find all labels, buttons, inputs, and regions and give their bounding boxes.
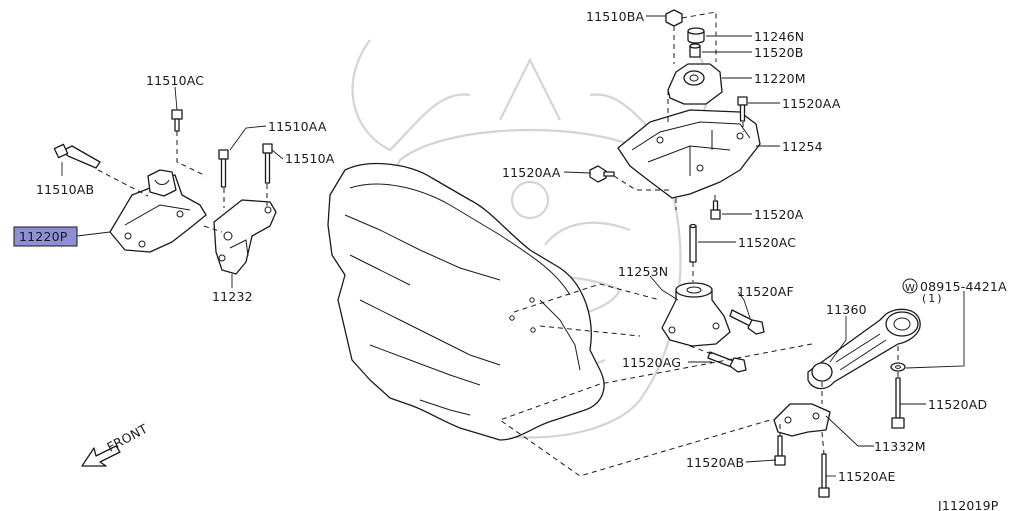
- mount-bracket-11232: [213, 199, 277, 275]
- label-11520ab[interactable]: 11520AB: [686, 455, 744, 470]
- label-11510ab[interactable]: 11510AB: [36, 182, 94, 197]
- label-08915-4421a[interactable]: 08915-4421A: [920, 279, 1007, 294]
- label-11520aa-top[interactable]: 11520AA: [782, 96, 841, 111]
- bolt-11520b: [689, 43, 701, 58]
- upper-mount-11220m: [667, 63, 723, 105]
- label-11510a[interactable]: 11510A: [285, 151, 335, 166]
- bolt-11510a: [262, 143, 273, 184]
- lower-mount-11253n: [661, 282, 731, 347]
- bolt-11520ab-right: [774, 435, 786, 466]
- label-11510aa[interactable]: 11510AA: [268, 119, 327, 134]
- front-label: FRONT: [104, 421, 150, 455]
- washer-symbol-icon: [902, 278, 918, 294]
- highlight-box-11220p: [13, 226, 78, 247]
- bolt-11520ae: [818, 453, 830, 498]
- bolt-11520aa-mid: [589, 165, 615, 183]
- washer-08915: [890, 362, 906, 372]
- bolt-11510ab: [53, 143, 101, 169]
- label-11520a[interactable]: 11520A: [754, 207, 804, 222]
- bolt-11510ba: [665, 9, 683, 27]
- front-direction-arrow: FRONT: [81, 421, 150, 467]
- label-11520b[interactable]: 11520B: [754, 45, 804, 60]
- label-08915-quantity: (1): [922, 292, 944, 305]
- label-11332m[interactable]: 11332M: [874, 439, 926, 454]
- part-labels: 11510BA 11246N 11520B 11220M 11520AA 112…: [19, 9, 1007, 484]
- cap-11246n: [687, 27, 705, 44]
- label-11520ac[interactable]: 11520AC: [738, 235, 796, 250]
- label-11510ac[interactable]: 11510AC: [146, 73, 204, 88]
- label-11254[interactable]: 11254: [782, 139, 823, 154]
- bolt-11520ag: [707, 351, 747, 373]
- label-11220p[interactable]: 11220P: [19, 229, 68, 244]
- washer-symbol-letter: W: [905, 283, 915, 294]
- bolt-11520ad: [891, 377, 905, 429]
- mount-bracket-11254: [617, 109, 761, 199]
- label-11360[interactable]: 11360: [826, 302, 867, 317]
- bolt-11520a: [710, 200, 721, 220]
- label-11520aa-mid[interactable]: 11520AA: [502, 165, 561, 180]
- bolt-11520af: [729, 309, 765, 335]
- bracket-11332m: [773, 403, 831, 437]
- left-engine-mount-11220p: [109, 169, 207, 253]
- label-11520ae[interactable]: 11520AE: [838, 469, 896, 484]
- stud-11520ac: [689, 223, 697, 263]
- leader-lines: [61, 15, 965, 477]
- diagram-id: J112019P: [937, 498, 999, 511]
- label-11520ad[interactable]: 11520AD: [928, 397, 987, 412]
- label-11520af[interactable]: 11520AF: [737, 284, 794, 299]
- label-11220m[interactable]: 11220M: [754, 71, 806, 86]
- bolt-11520aa-top: [737, 96, 748, 122]
- label-11510ba[interactable]: 11510BA: [586, 9, 645, 24]
- engine-block-illustration: [327, 162, 605, 441]
- torque-rod-11360: [807, 308, 921, 390]
- label-11232[interactable]: 11232: [212, 289, 253, 304]
- label-11520ag[interactable]: 11520AG: [622, 355, 681, 370]
- label-11253n[interactable]: 11253N: [618, 264, 668, 279]
- bolt-11510aa-left: [218, 149, 229, 188]
- bolt-11510ac: [171, 109, 183, 132]
- label-11246n[interactable]: 11246N: [754, 29, 804, 44]
